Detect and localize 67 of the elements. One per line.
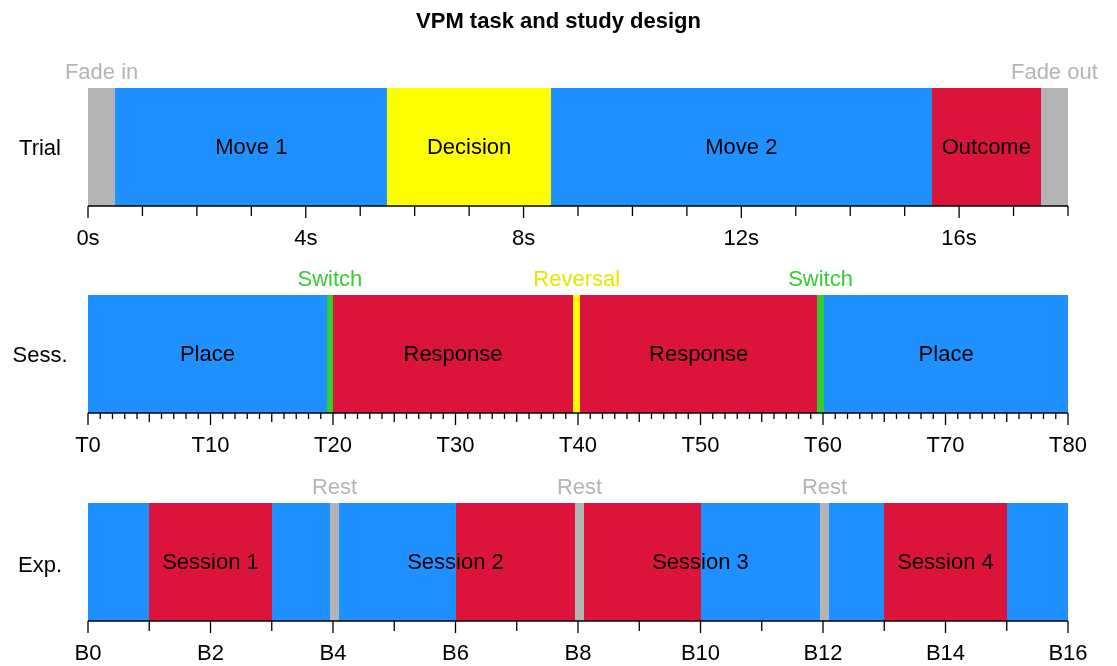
- timeline-segment: [580, 295, 817, 413]
- tick-label: B4: [319, 640, 347, 666]
- timeline-segment: [931, 88, 1041, 206]
- tick-label: T0: [75, 432, 101, 458]
- chart-title: VPM task and study design: [415, 8, 702, 34]
- timeline-segment: [824, 295, 1068, 413]
- tick-label: B2: [197, 640, 224, 666]
- marker-bar: [88, 88, 116, 206]
- tick-label: B6: [442, 640, 469, 666]
- timeline-segment: [333, 295, 574, 413]
- segment-label: Place: [918, 341, 974, 367]
- tick-label: T30: [436, 432, 475, 458]
- segment-label: Move 2: [705, 134, 778, 160]
- tick-label: B0: [74, 640, 102, 666]
- marker-bar: [329, 503, 340, 621]
- segment-label: Move 1: [215, 134, 288, 160]
- tick-label: T40: [559, 432, 597, 458]
- annotation-label: Rest: [801, 474, 848, 500]
- annotation-label: Rest: [556, 474, 603, 500]
- marker-bar: [816, 295, 825, 413]
- segment-label: Decision: [426, 134, 512, 160]
- session-label: Session 4: [897, 549, 994, 575]
- marker-bar: [573, 295, 581, 413]
- marker-bar: [271, 503, 330, 621]
- timeline-segment: [115, 88, 388, 206]
- annotation-label: Rest: [311, 474, 358, 500]
- timeline-segment: [88, 295, 327, 413]
- marker-bar: [819, 503, 830, 621]
- timeline-segment: [550, 88, 932, 206]
- tick-label: B10: [680, 640, 721, 666]
- tick-label: T50: [681, 432, 720, 458]
- marker-bar: [88, 503, 150, 621]
- tick-label: B12: [803, 640, 843, 666]
- timeline-segment: [387, 88, 551, 206]
- tick-label: 8s: [511, 225, 536, 251]
- segment-label: Outcome: [941, 134, 1031, 160]
- segment-label: Place: [179, 341, 235, 367]
- marker-bar: [149, 503, 272, 621]
- session-label: Session 1: [162, 549, 259, 575]
- marker-bar: [884, 503, 1007, 621]
- tick-label: T10: [191, 432, 230, 458]
- annotation-label: Fade in: [64, 59, 139, 85]
- marker-bar: [326, 295, 333, 413]
- row-label: Sess.: [12, 342, 68, 368]
- segment-label: Response: [403, 341, 503, 367]
- annotation-label: Reversal: [533, 266, 621, 292]
- marker-bar: [574, 503, 585, 621]
- tick-label: 0s: [76, 225, 100, 251]
- annotation-label: Switch: [297, 266, 363, 292]
- tick-label: B16: [1048, 640, 1088, 666]
- tick-label: T60: [804, 432, 842, 458]
- annotation-label: Fade out: [1010, 59, 1098, 85]
- tick-label: B8: [564, 640, 592, 666]
- tick-label: B14: [925, 640, 966, 666]
- tick-label: 16s: [941, 225, 977, 251]
- tick-label: T70: [926, 432, 965, 458]
- segment-label: Response: [649, 341, 749, 367]
- tick-label: 12s: [723, 225, 760, 251]
- marker-bar: [1006, 503, 1068, 621]
- tick-label: T80: [1049, 432, 1087, 458]
- annotation-label: Switch: [788, 266, 853, 292]
- marker-bar: [829, 503, 885, 621]
- marker-bar: [1040, 88, 1068, 206]
- tick-label: T20: [314, 432, 352, 458]
- row-label: Exp.: [18, 552, 62, 578]
- tick-label: 4s: [294, 225, 318, 251]
- row-label: Trial: [19, 135, 61, 161]
